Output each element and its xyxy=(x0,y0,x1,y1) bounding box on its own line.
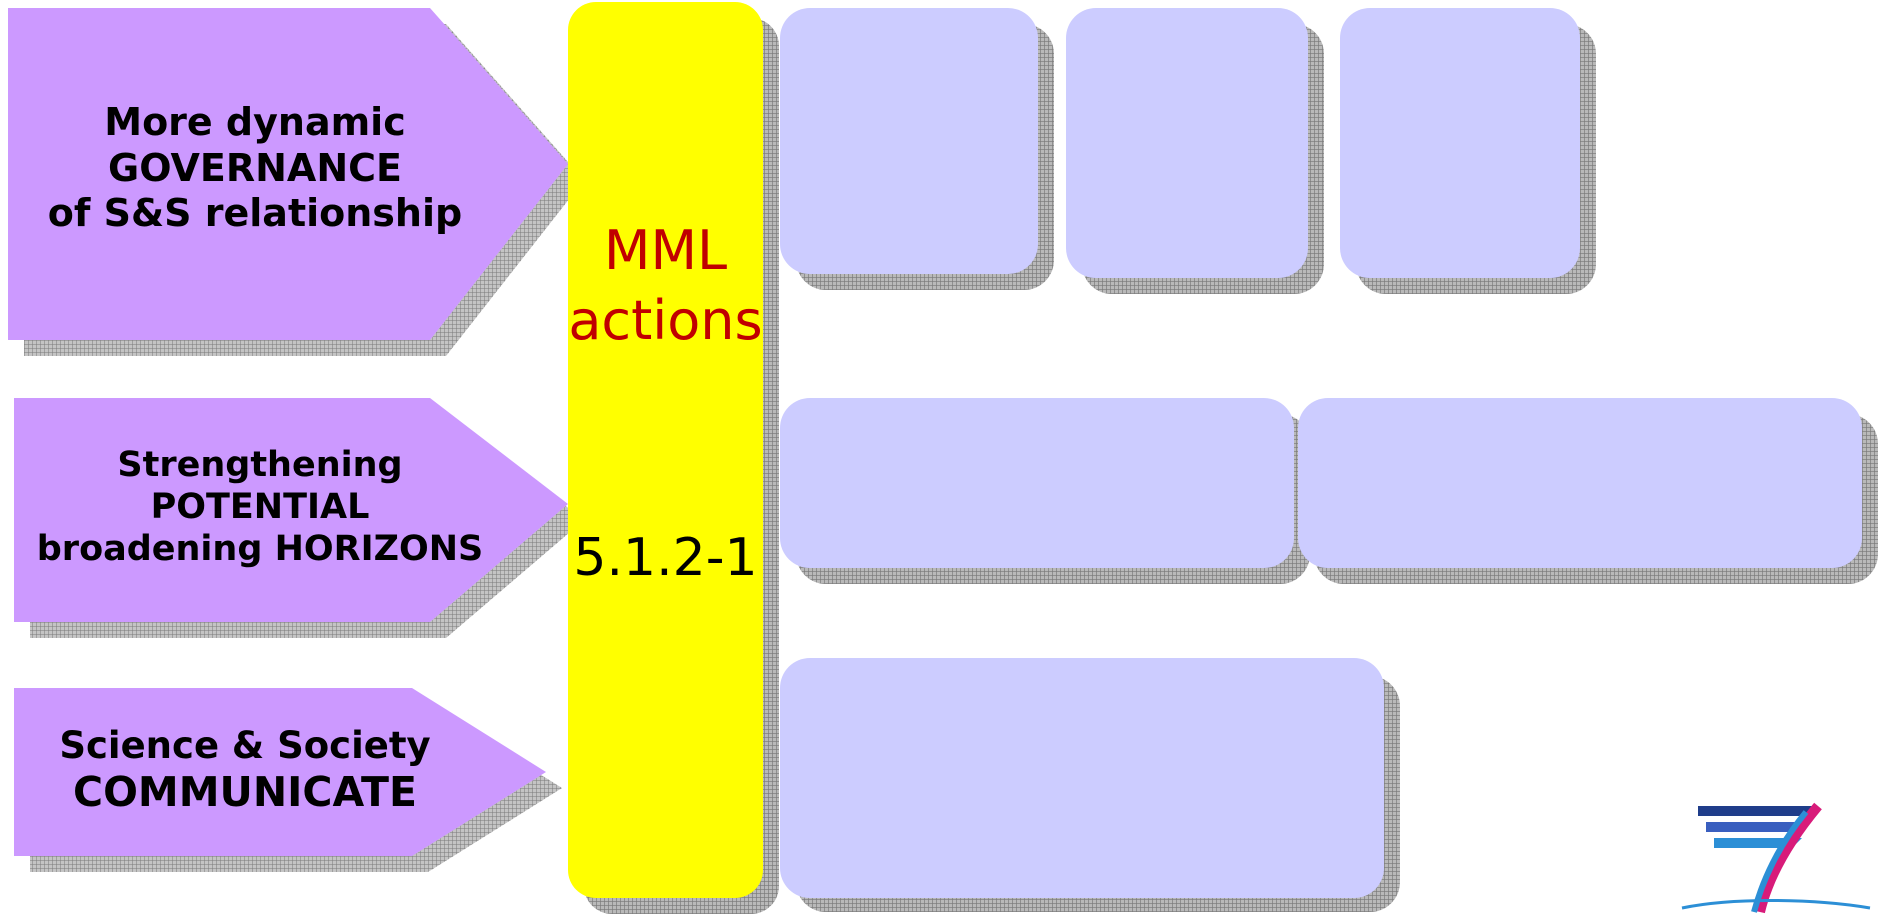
action-box-row1-1 xyxy=(780,8,1038,274)
arrow-governance-line3: of S&S relationship xyxy=(47,191,463,236)
action-box-row2-1 xyxy=(780,398,1294,568)
arrow-communicate-line1: Science & Society xyxy=(59,724,431,767)
arrow-potential-text: Strengthening POTENTIAL broadening HORIZ… xyxy=(20,444,500,570)
arrow-potential-line3: broadening HORIZONS xyxy=(36,529,484,569)
arrow-potential-line1: Strengthening xyxy=(117,445,403,485)
action-box-row1-2 xyxy=(1066,8,1308,278)
arrow-potential-line2: POTENTIAL xyxy=(150,487,370,527)
arrow-shadow-communicate xyxy=(14,688,562,872)
action-box-row2-2 xyxy=(1298,398,1862,568)
arrow-shadow-governance xyxy=(8,8,584,356)
arrow-governance-line2: GOVERNANCE xyxy=(108,145,402,190)
action-box-row3-1 xyxy=(780,658,1384,898)
arrow-governance-text: More dynamic GOVERNANCE of S&S relations… xyxy=(20,100,490,237)
mml-label-line2: actions xyxy=(568,289,763,353)
mml-code: 5.1.2-1 xyxy=(573,528,758,588)
arrow-communicate-line2: COMMUNICATE xyxy=(72,768,417,817)
action-box-row1-3 xyxy=(1340,8,1580,278)
arrow-shadow-potential xyxy=(14,398,584,638)
mml-label-line1: MML xyxy=(603,219,728,282)
arrow-communicate-text: Science & Society COMMUNICATE xyxy=(20,724,470,818)
mml-actions-column xyxy=(568,2,763,898)
fp7-logo-icon xyxy=(1681,802,1871,914)
arrow-governance-line1: More dynamic xyxy=(104,100,406,144)
mml-label: MML actions xyxy=(568,219,763,353)
